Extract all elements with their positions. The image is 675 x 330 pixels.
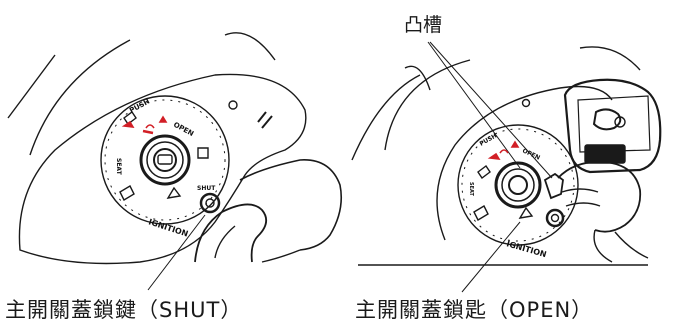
left-caption: 主開關蓋鎖鍵（SHUT） xyxy=(5,298,243,322)
seat-icon-left xyxy=(257,111,273,129)
red-indicators-right xyxy=(487,140,520,160)
lock-icon-left xyxy=(119,185,135,201)
open-label-right: OPEN xyxy=(521,147,541,161)
steering-icon-left xyxy=(166,186,182,199)
key-cylinder-left xyxy=(139,134,191,186)
key-cylinder-right xyxy=(494,161,542,209)
seat-label-right: SEAT xyxy=(468,182,474,196)
open-label-left: OPEN xyxy=(172,121,195,138)
push-label-right: PUSH xyxy=(479,132,499,147)
indicator-hole-left xyxy=(228,100,238,110)
seat-label-left: SEAT xyxy=(115,158,122,176)
push-icon-left xyxy=(123,110,137,126)
dial-plate-left xyxy=(100,95,230,225)
red-indicators-left xyxy=(121,115,168,135)
hand-left xyxy=(194,203,268,263)
key-blade-slot xyxy=(584,144,626,164)
ignition-label-left: IGNITION xyxy=(147,217,189,238)
right-caption: 主開關蓋鎖匙（OPEN） xyxy=(355,298,594,322)
lock-icon-right xyxy=(473,205,489,221)
push-label-left: PUSH xyxy=(128,97,151,114)
shut-button-left xyxy=(199,192,221,214)
right-panel xyxy=(351,41,662,293)
key-head xyxy=(563,78,662,174)
fuel-icon-left xyxy=(197,147,209,159)
dial-plate-right xyxy=(457,124,579,246)
shut-button-right xyxy=(545,208,565,228)
hand-right xyxy=(557,160,642,233)
indicator-hole-right xyxy=(521,98,531,108)
left-panel xyxy=(7,32,343,291)
cover-shell-right xyxy=(436,85,613,241)
cover-shell-left xyxy=(18,73,307,265)
groove-callout-label: 凸槽 xyxy=(404,14,443,36)
inserted-key-notch xyxy=(543,172,564,200)
shut-label-left: SHUT xyxy=(197,185,216,192)
dial-labels-left: IGNITION PUSH OPEN SHUT SEAT xyxy=(115,97,216,238)
push-icon-right xyxy=(477,164,491,180)
steering-icon-right xyxy=(518,206,534,219)
ignition-label-right: IGNITION xyxy=(505,239,547,259)
